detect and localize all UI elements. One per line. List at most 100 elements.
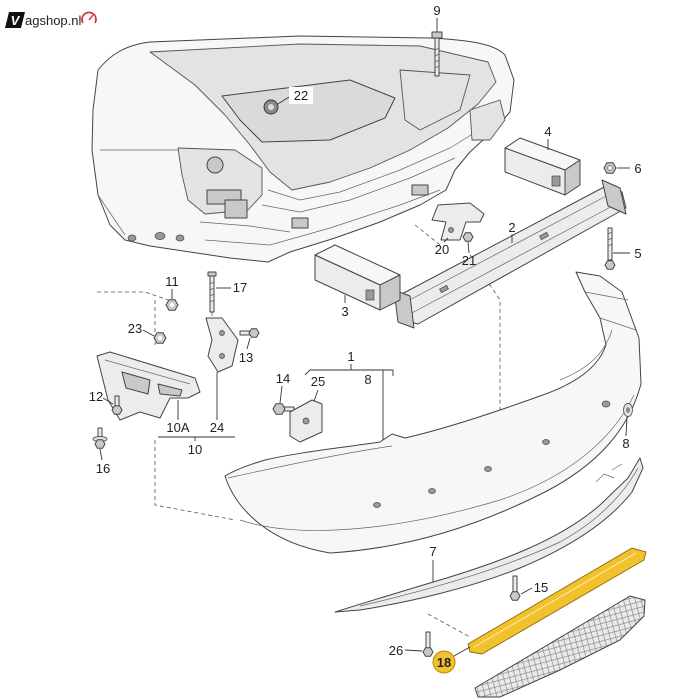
assembly-lines (97, 224, 501, 638)
screw-head (422, 647, 434, 657)
callout-10: 10 (188, 442, 202, 457)
screw-head (94, 439, 106, 449)
part-16-screw (92, 427, 108, 449)
bumper-lower-crease (239, 394, 635, 531)
part-11-nut (165, 299, 179, 311)
body-hole (127, 234, 137, 242)
guide-cutout (157, 383, 183, 397)
part-23-nut (153, 332, 167, 344)
right-tail-light (469, 99, 506, 141)
part-20-bracket (431, 202, 485, 241)
screw-shank (512, 575, 518, 593)
callout-22: 22 (294, 88, 308, 103)
callout-2: 2 (508, 220, 515, 235)
stud-shank (209, 273, 215, 313)
logo-mark-badge (5, 12, 25, 28)
part-5-bolt (604, 227, 616, 270)
beam-edge (409, 201, 621, 315)
callout-8-upper: 8 (364, 372, 371, 387)
part-3-energy-absorber (314, 244, 401, 311)
leader-14 (279, 385, 283, 404)
callout-13: 13 (239, 350, 253, 365)
callout-4: 4 (544, 124, 551, 139)
part-26-screw (422, 631, 434, 657)
bolt-thread (434, 47, 440, 69)
part-8-clip (623, 403, 633, 417)
callout-7: 7 (429, 544, 436, 559)
bracket-body (205, 317, 239, 373)
assembly-line (427, 613, 471, 638)
body-hole (175, 234, 185, 242)
part-2-bumper-reinforcement (393, 179, 627, 329)
screw-head (272, 403, 286, 415)
stud-head (207, 271, 217, 277)
trunk-lip-line-2 (261, 157, 456, 213)
callout-9: 9 (433, 3, 440, 18)
block-slot (365, 289, 375, 301)
leader-23 (142, 329, 155, 337)
parking-sensor-hole (428, 488, 436, 494)
bolt-head (604, 260, 616, 270)
part-9-bolt (431, 31, 443, 77)
block-side (564, 159, 581, 196)
leader-21 (467, 241, 470, 254)
beam-edge (401, 193, 611, 305)
part-10a-side-guide (96, 351, 201, 421)
part-17-stud (207, 271, 217, 313)
callout-3: 3 (341, 304, 348, 319)
beam-hole (439, 284, 449, 294)
leader-13 (246, 337, 251, 350)
guide-edge (104, 359, 191, 385)
bumper-top-rim (227, 445, 393, 479)
screw-shank (114, 395, 120, 407)
tail-light-lamp (206, 156, 224, 174)
callout-8-right: 8 (622, 436, 629, 451)
screw-shank (425, 631, 431, 649)
part-24-bracket (205, 317, 239, 373)
stud-thread (209, 281, 215, 303)
part-12-screw (111, 395, 123, 415)
callout-20: 20 (435, 242, 449, 257)
callout-26: 26 (389, 643, 403, 658)
callout-15: 15 (534, 580, 548, 595)
callout-1: 1 (347, 349, 354, 364)
grommet-inner (268, 104, 274, 110)
bracket-hole (302, 417, 310, 425)
bracket-hole (448, 227, 454, 233)
nut-hole (157, 335, 163, 341)
leader-26 (404, 649, 423, 652)
leader-8-right (625, 416, 628, 437)
lower-grille (474, 595, 646, 698)
part-13-screw (239, 328, 260, 338)
callout-18-highlight-badge (432, 650, 456, 674)
part-25-bracket (289, 399, 323, 443)
spoiler-body (334, 457, 644, 613)
bumper-upper-flange (559, 329, 613, 381)
callout-10a: 10A (166, 420, 189, 435)
trim-strip-body (467, 547, 647, 655)
spoiler-tabs (595, 463, 623, 483)
leader-25 (313, 389, 319, 402)
bracket-1 (304, 364, 394, 376)
block-side (379, 274, 401, 311)
trunk-lip-line (267, 121, 493, 201)
callout-11: 11 (165, 274, 179, 289)
part-21-nut (462, 232, 474, 242)
callout-16: 16 (96, 461, 110, 476)
nut-hole (607, 165, 613, 171)
clip-center (626, 407, 630, 413)
part-4-energy-absorber (504, 137, 581, 196)
trim-strip-highlight (473, 552, 637, 648)
bracket-body (431, 202, 485, 241)
part-18-trim-strip (467, 547, 647, 655)
bumper-corner-edge (584, 291, 637, 331)
rear-panel-line (204, 189, 441, 246)
part-7-lower-spoiler (334, 457, 644, 613)
callout-6: 6 (634, 161, 641, 176)
gauge-icon (81, 11, 97, 24)
part-1-bumper-cover (224, 271, 642, 554)
assembly-line (414, 224, 441, 246)
assembly-line (97, 291, 169, 301)
parking-sensor-hole (373, 502, 381, 508)
